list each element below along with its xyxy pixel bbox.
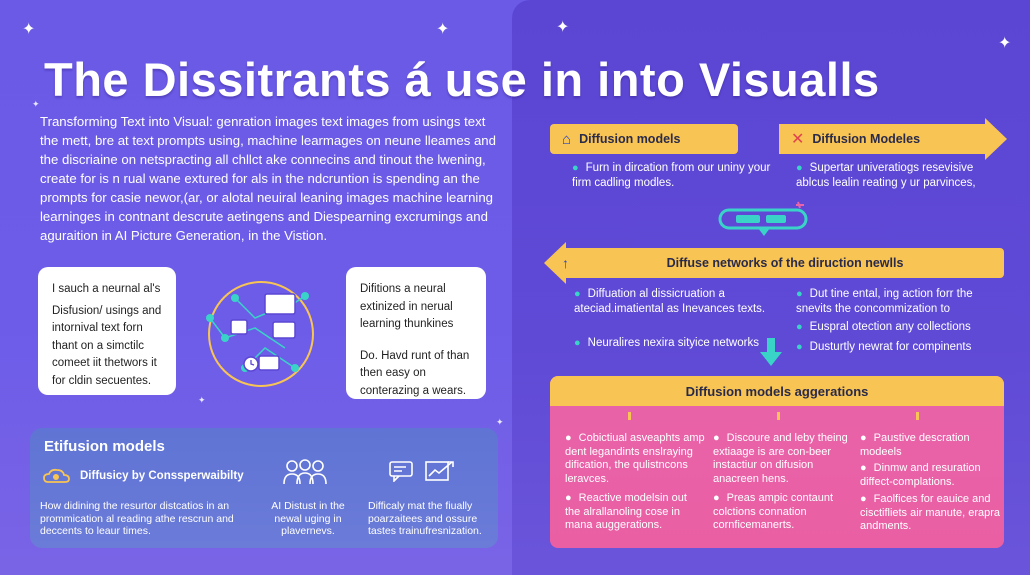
etifusion-models-panel: Etifusion models bbox=[30, 428, 498, 548]
sparkle-icon: ✦ bbox=[436, 21, 450, 38]
bullet-icon: ● bbox=[572, 162, 579, 174]
connector-device-icon bbox=[718, 201, 808, 236]
bullet-item: ●Diffuation al dissicruation a ateciad.i… bbox=[574, 288, 766, 315]
network-node bbox=[301, 292, 309, 300]
banner-label: Diffuse networks of the diruction newlls bbox=[666, 256, 904, 270]
panel-heading: Etifusion models bbox=[44, 438, 165, 455]
feature-description: Difficaly mat the fiually poarzaitees an… bbox=[368, 500, 482, 537]
image-frame-icon bbox=[230, 319, 248, 335]
tick-mark bbox=[777, 412, 780, 420]
bullet-item: ●Supertar univeratiogs resevisive ablcus… bbox=[796, 162, 976, 189]
sparkle-icon: ✦ bbox=[998, 35, 1012, 52]
sparkle-icon: ✦ bbox=[556, 19, 570, 36]
home-icon: ⌂ bbox=[562, 130, 572, 148]
bullet-icon: ● bbox=[796, 341, 803, 353]
card-text: I sauch a neurnal al's bbox=[52, 283, 161, 295]
aggregations-heading: Diffusion models aggerations bbox=[550, 376, 1004, 406]
close-icon: ✕ bbox=[791, 131, 805, 148]
bullet-icon: ● bbox=[565, 492, 572, 504]
banner-diffusion-modeles: ✕ Diffusion Modeles bbox=[779, 118, 1007, 160]
chat-icon bbox=[389, 461, 413, 482]
image-frame-icon bbox=[258, 355, 280, 371]
network-node bbox=[231, 294, 239, 302]
bullet-item: ●Paustive descration modeels bbox=[860, 432, 970, 458]
bullet-item: ●Preas ampic contaunt colctions connatio… bbox=[713, 492, 834, 531]
image-frame-icon bbox=[272, 321, 296, 339]
network-node bbox=[221, 334, 229, 342]
bullet-item: ●Discoure and leby theing extiaage is ar… bbox=[713, 432, 848, 485]
bullet-item: ●Euspral otection any collections bbox=[796, 321, 971, 333]
banner-diffusion-models: ⌂ Diffusion models bbox=[550, 124, 738, 154]
sparkle-icon: ✦ bbox=[496, 417, 504, 427]
orbit-ring bbox=[208, 281, 314, 387]
sparkle-icon: ✦ bbox=[32, 99, 40, 109]
arrow-down-icon bbox=[760, 338, 782, 366]
mid-info-card: Difitions a neural extinized in nerual l… bbox=[346, 267, 486, 399]
page-title: The Dissitrants á use in into Visualls bbox=[44, 53, 880, 106]
bullet-icon: ● bbox=[574, 337, 581, 349]
bullet-item: ●Faolfices for eauice and cisctifliets a… bbox=[860, 493, 1000, 532]
bullet-item: ●Dinmw and resuration diffect-complation… bbox=[860, 462, 981, 488]
network-node bbox=[206, 314, 214, 322]
network-link bbox=[209, 317, 226, 339]
tick-mark bbox=[916, 412, 919, 420]
left-info-card: I sauch a neurnal al's Disfusion/ usings… bbox=[38, 267, 176, 395]
card-text: Disfusion/ usings and intornival text fo… bbox=[52, 304, 162, 387]
bullet-icon: ● bbox=[713, 432, 720, 444]
bullet-icon: ● bbox=[565, 432, 572, 444]
bullet-item: ●Dusturtly newrat for compinents bbox=[796, 341, 972, 353]
neural-network-illustration bbox=[206, 281, 314, 387]
tick-mark bbox=[628, 412, 631, 420]
users-group-icon bbox=[283, 459, 327, 485]
cloud-icon bbox=[43, 468, 70, 483]
bullet-icon: ● bbox=[796, 288, 803, 300]
bullet-item: ●Cobictiual asveaphts amp dent legandint… bbox=[565, 432, 705, 485]
feature-description: AI Distust in the newal uging in plavern… bbox=[271, 500, 345, 537]
feature-label: Diffusicy by Conssperwaibilty bbox=[80, 470, 244, 482]
bullet-icon: ● bbox=[574, 288, 581, 300]
bullet-icon: ● bbox=[860, 493, 867, 505]
bullet-icon: ● bbox=[713, 492, 720, 504]
banner-label: Diffusion Modeles bbox=[812, 132, 921, 146]
bullet-item: ●Furn in dircation from our uniny your f… bbox=[572, 162, 771, 189]
bullet-icon: ● bbox=[796, 321, 803, 333]
card-text: Do. Havd runt of than then easy on conte… bbox=[360, 349, 470, 397]
bullet-icon: ● bbox=[796, 162, 803, 174]
bullet-icon: ● bbox=[860, 432, 867, 444]
banner-label: Diffusion models bbox=[579, 132, 681, 146]
banner-diffuse-networks: ↑ Diffuse networks of the diruction newl… bbox=[544, 242, 1004, 284]
bullet-item: ●Dut tine ental, ing action forr the sne… bbox=[796, 288, 973, 315]
card-text: Difitions a neural extinized in nerual l… bbox=[360, 283, 454, 330]
bullet-icon: ● bbox=[860, 462, 867, 474]
image-frame-icon bbox=[264, 293, 296, 315]
bullet-item: ●Neuralires nexira sityice networks bbox=[574, 337, 759, 349]
sparkle-icon: ✦ bbox=[198, 395, 206, 405]
feature-description: How didining the resurtor distcatios in … bbox=[40, 500, 234, 537]
arrow-up-icon: ↑ bbox=[562, 255, 569, 271]
bullet-item: ●Reactive modelsin out the alrallanoling… bbox=[565, 492, 687, 531]
network-node bbox=[291, 364, 299, 372]
intro-paragraph: Transforming Text into Visual: genration… bbox=[40, 114, 496, 243]
sparkle-icon: ✦ bbox=[22, 21, 36, 38]
trend-chart-icon bbox=[425, 461, 454, 481]
